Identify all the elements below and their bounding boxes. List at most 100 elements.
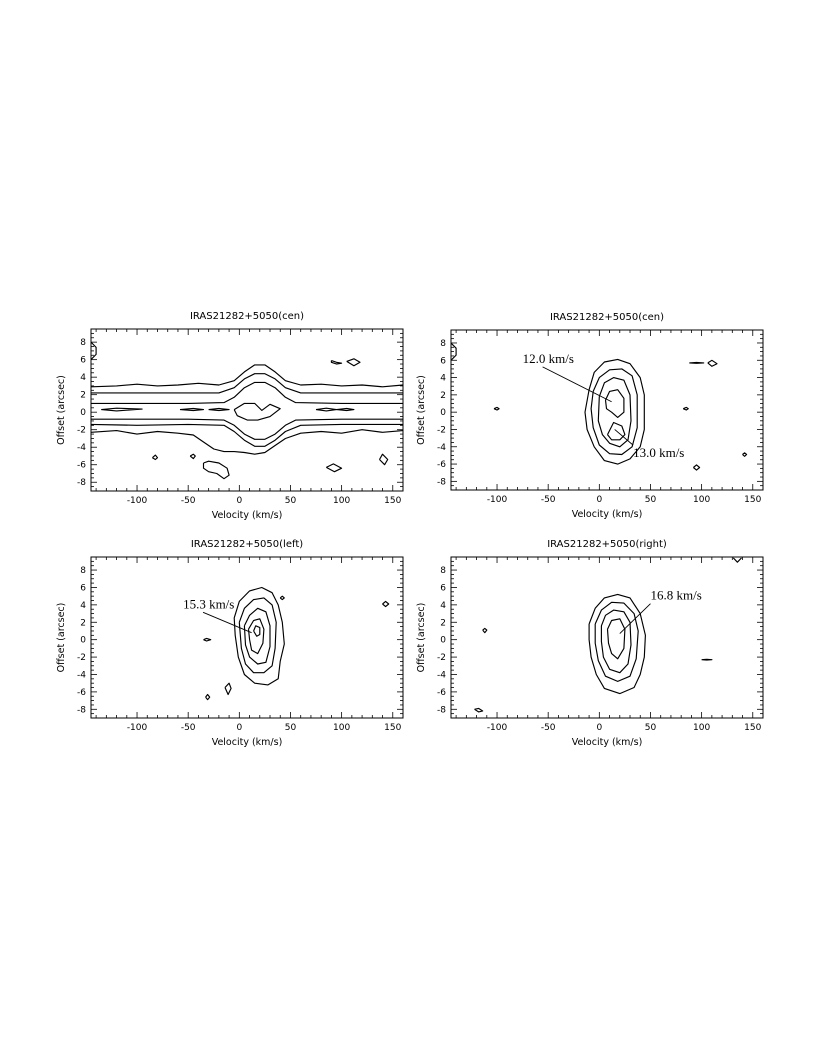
contour-line	[179, 407, 205, 412]
y-tick-label: -6	[437, 460, 446, 470]
contour-line	[732, 557, 742, 563]
contour-line	[326, 463, 343, 473]
contour-line	[203, 637, 212, 642]
y-tick-label: 8	[80, 566, 86, 576]
x-axis-label: Velocity (km/s)	[212, 510, 283, 521]
y-axis-label: Offset (arcsec)	[56, 603, 67, 673]
contour-line	[604, 389, 625, 418]
contour-line	[152, 454, 159, 461]
x-tick-label: 100	[693, 723, 710, 733]
contour-group	[203, 586, 390, 701]
y-axis-label: Offset (arcsec)	[56, 375, 67, 445]
y-tick-label: 0	[80, 408, 86, 418]
chart-title: IRAS21282+5050(left)	[191, 539, 303, 550]
contour-line	[101, 407, 143, 412]
plot-frame	[450, 556, 764, 719]
x-tick-label: 100	[693, 495, 710, 505]
y-tick-label: -6	[77, 461, 86, 471]
y-tick-label: -4	[437, 443, 446, 453]
contour-line	[689, 361, 705, 364]
x-tick-label: 150	[384, 496, 401, 506]
y-tick-label: 4	[440, 374, 446, 384]
y-tick-label: -2	[77, 426, 86, 436]
contour-line	[493, 406, 500, 411]
y-tick-label: 0	[80, 636, 86, 646]
contour-line	[474, 707, 484, 713]
x-tick-label: -100	[127, 496, 148, 506]
y-tick-label: 6	[440, 583, 446, 593]
y-tick-label: -8	[437, 705, 446, 715]
y-tick-label: -2	[77, 653, 86, 663]
contour-line	[707, 359, 718, 367]
x-axis-label: Velocity (km/s)	[572, 509, 643, 520]
chart-title: IRAS21282+5050(cen)	[190, 311, 304, 322]
y-tick-label: -2	[437, 653, 446, 663]
y-tick-label: -8	[437, 477, 446, 487]
contour-line	[606, 618, 626, 660]
contour-group	[451, 342, 748, 471]
x-axis-label: Velocity (km/s)	[212, 737, 283, 748]
contour-line	[205, 693, 211, 701]
x-tick-label: 50	[645, 723, 657, 733]
contour-line	[91, 364, 403, 388]
contour-line	[91, 429, 403, 455]
contour-line	[233, 586, 285, 686]
y-tick-label: 6	[80, 356, 86, 366]
x-tick-label: 0	[236, 496, 242, 506]
y-axis-label: Offset (arcsec)	[416, 375, 427, 445]
y-tick-label: 0	[440, 636, 446, 646]
contour-line	[202, 460, 230, 480]
x-tick-label: -50	[181, 496, 196, 506]
velocity-annotation: 13.0 km/s	[633, 445, 684, 460]
contour-line	[588, 593, 646, 695]
contour-line	[600, 609, 632, 674]
y-tick-label: -8	[77, 705, 86, 715]
contour-line	[378, 453, 389, 466]
x-tick-label: -50	[541, 723, 556, 733]
contour-line	[584, 358, 645, 465]
x-axis-label: Velocity (km/s)	[572, 737, 643, 748]
contour-line	[693, 464, 701, 471]
x-tick-label: 0	[596, 723, 602, 733]
x-tick-label: -100	[487, 495, 508, 505]
contour-line	[91, 373, 403, 394]
contour-line	[233, 402, 281, 421]
contour-line	[482, 627, 488, 634]
y-tick-label: 0	[440, 408, 446, 418]
x-tick-label: 100	[333, 496, 350, 506]
x-tick-label: 0	[596, 495, 602, 505]
y-tick-label: -6	[77, 688, 86, 698]
contour-line	[742, 452, 748, 457]
y-tick-label: 4	[80, 373, 86, 383]
x-tick-label: -50	[541, 495, 556, 505]
contour-line	[597, 377, 632, 448]
x-tick-label: -50	[181, 723, 196, 733]
contour-line	[91, 381, 403, 404]
y-tick-label: 8	[80, 338, 86, 348]
contour-group	[91, 341, 403, 480]
contour-line	[91, 418, 403, 440]
y-tick-label: 4	[440, 601, 446, 611]
contour-line	[590, 368, 638, 456]
x-tick-label: 50	[645, 495, 657, 505]
annotation-pointer	[542, 366, 612, 403]
velocity-annotation: 15.3 km/s	[183, 596, 234, 611]
x-tick-label: 100	[333, 723, 350, 733]
contour-group	[474, 557, 742, 713]
x-tick-label: -100	[127, 723, 148, 733]
y-tick-label: -4	[77, 670, 86, 680]
contour-line	[682, 406, 689, 411]
y-tick-label: 6	[80, 583, 86, 593]
contour-line	[238, 597, 277, 674]
contour-line	[451, 342, 457, 361]
contour-line	[247, 618, 265, 655]
y-tick-label: 2	[80, 391, 86, 401]
contour-line	[336, 407, 355, 412]
x-tick-label: 150	[744, 495, 761, 505]
plot-frame	[90, 328, 404, 492]
y-tick-label: 4	[80, 601, 86, 611]
y-tick-label: 6	[440, 356, 446, 366]
velocity-annotation: 16.8 km/s	[650, 588, 701, 603]
